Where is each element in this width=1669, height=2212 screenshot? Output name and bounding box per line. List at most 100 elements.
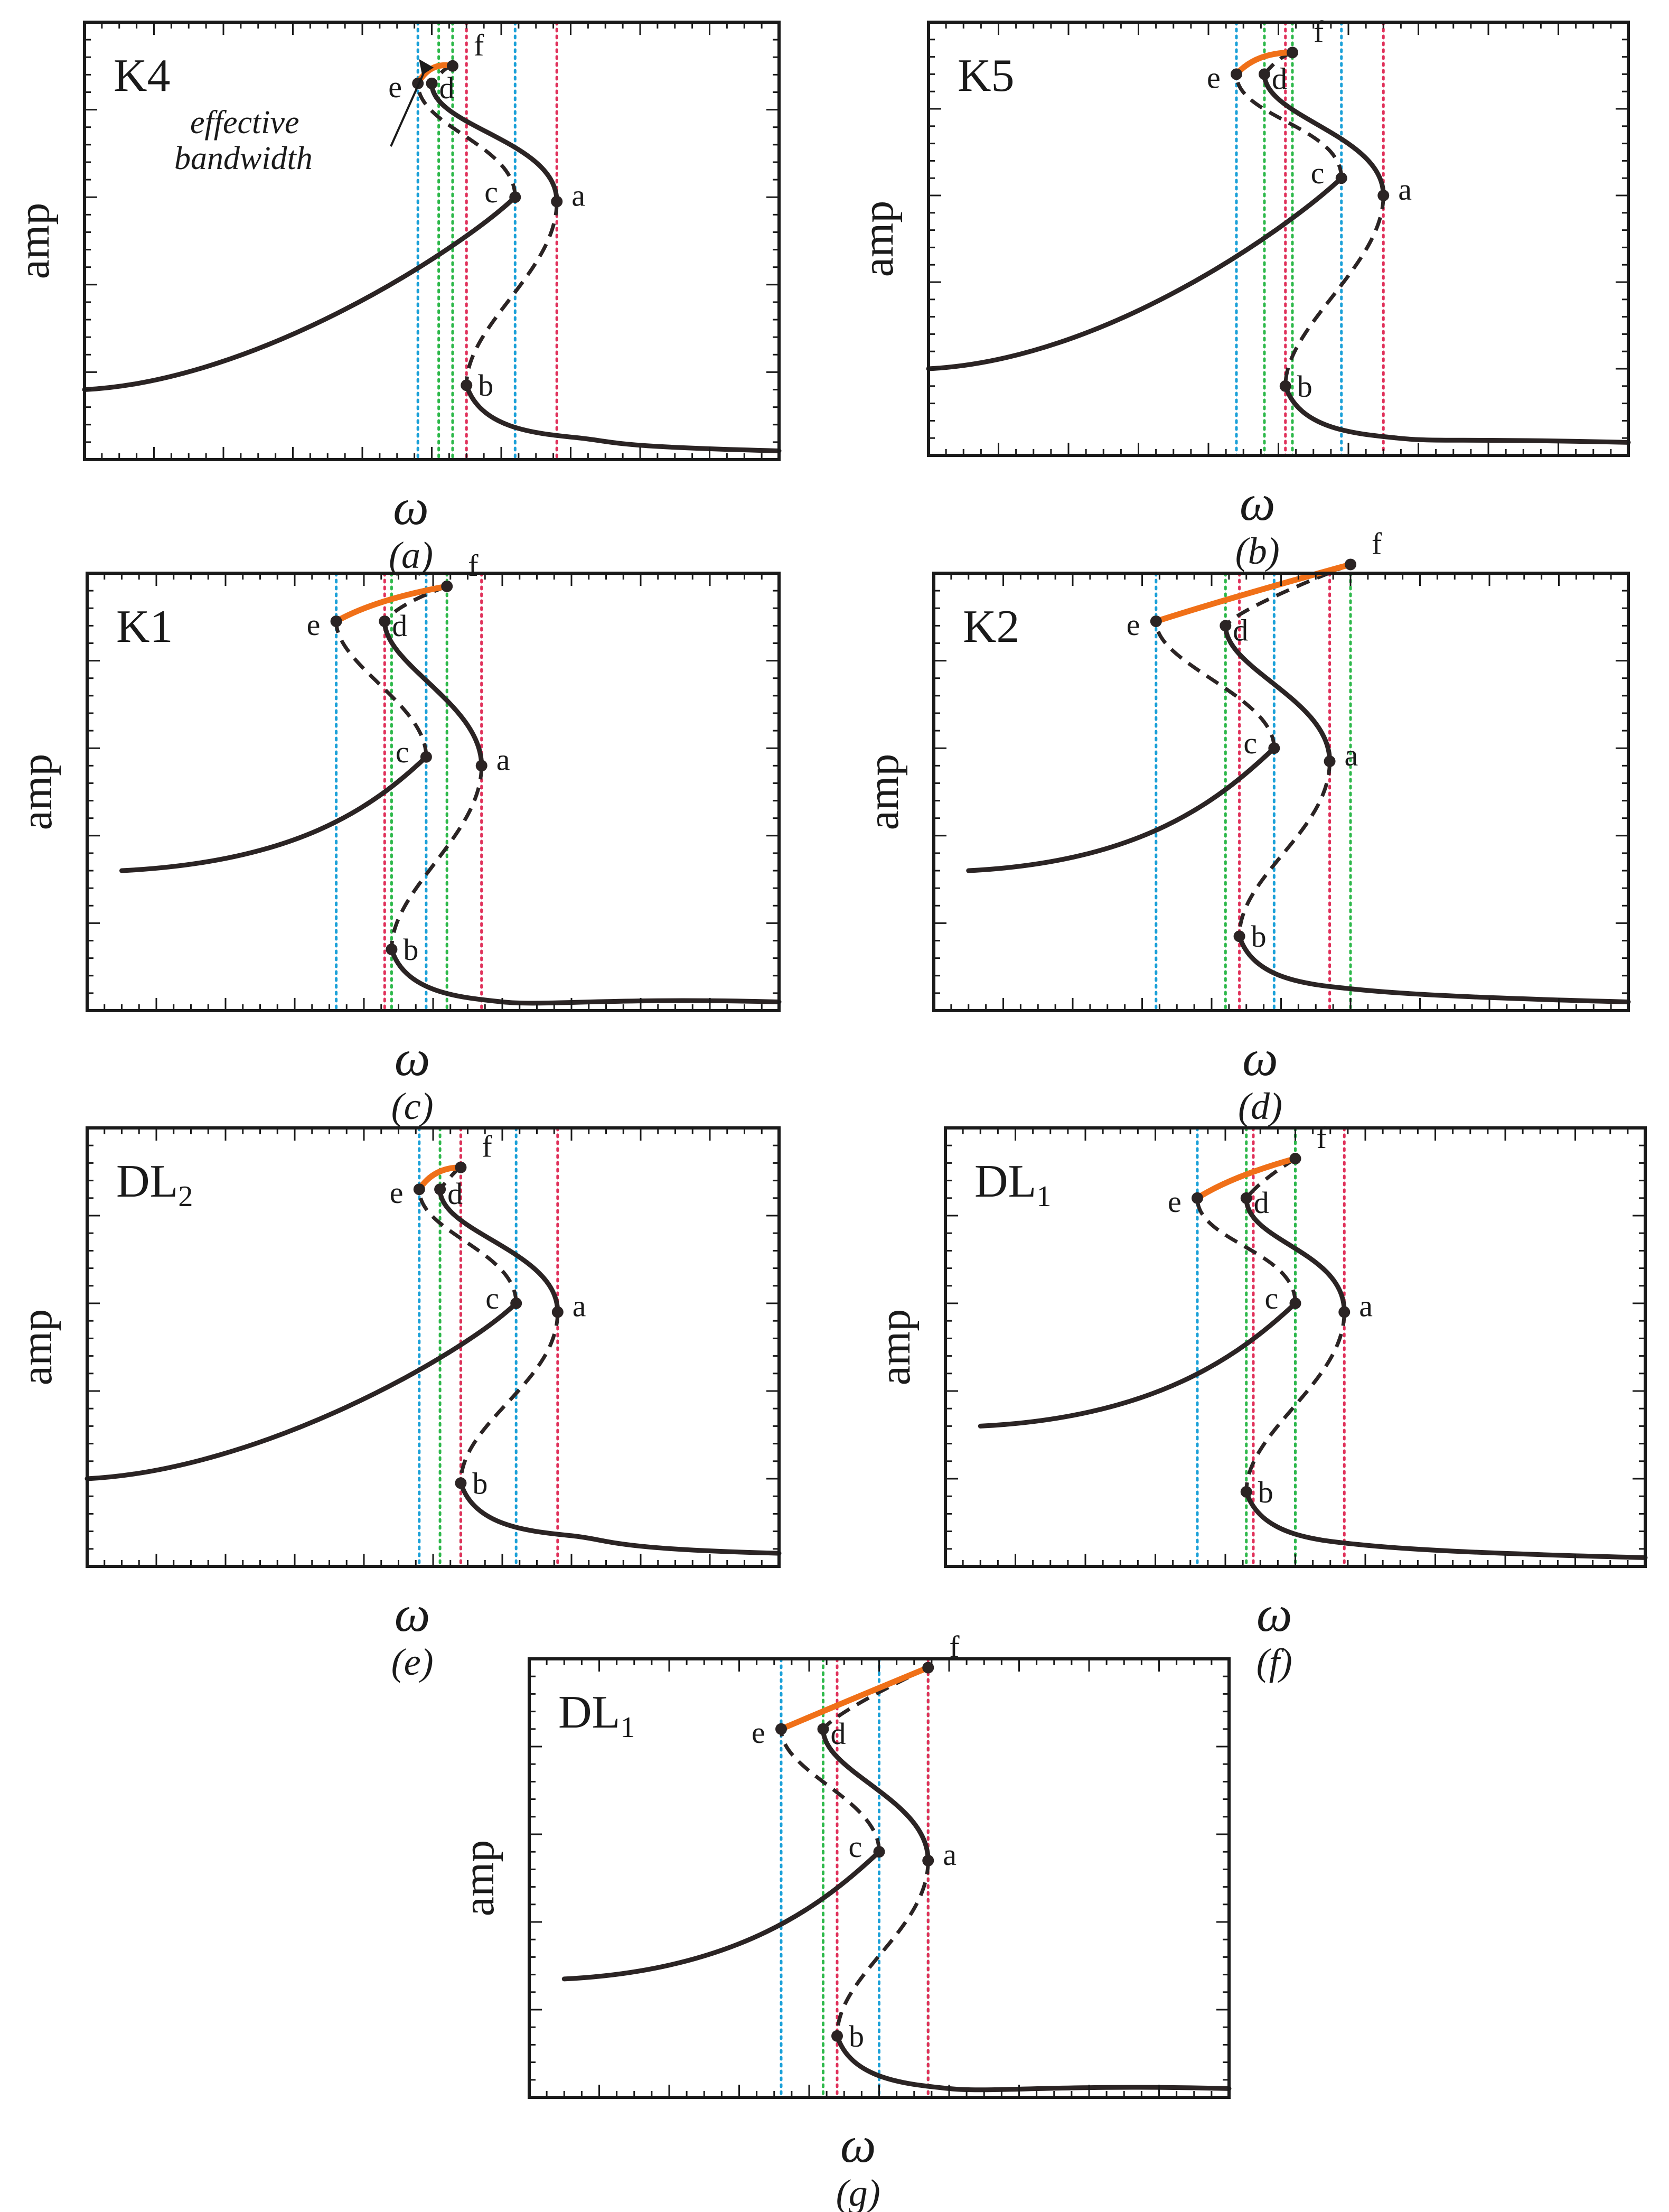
point-label-d: d [392, 609, 407, 643]
point-label-c: c [1243, 726, 1257, 760]
stable-branch-upper [458, 1480, 782, 1556]
point-c [1335, 172, 1347, 184]
point-label-e: e [1127, 608, 1140, 642]
point-label-b: b [1297, 369, 1312, 404]
unstable-branch-1 [779, 1729, 881, 1852]
unstable-branch-1 [1195, 1198, 1297, 1304]
point-label-c: c [396, 735, 409, 769]
point-label-d: d [1233, 613, 1248, 647]
stable-branch-upper [1244, 1489, 1648, 1560]
point-label-b: b [472, 1466, 487, 1500]
point-label-c: c [1311, 156, 1325, 190]
unstable-branch-1 [417, 1189, 518, 1304]
point-b [1233, 930, 1245, 942]
stable-branch-middle [1223, 623, 1333, 764]
point-label-b: b [1258, 1475, 1273, 1509]
point-label-a: a [1359, 1289, 1373, 1323]
point-d [426, 77, 438, 89]
point-a [551, 1306, 564, 1318]
stable-branch-upper [1237, 934, 1631, 1004]
point-label-a: a [496, 742, 510, 777]
point-label-e: e [307, 608, 321, 642]
point-label-a: a [573, 1289, 586, 1323]
point-d [379, 615, 391, 628]
stable-branch-lower [85, 1301, 519, 1481]
subfigure-label: (g) [836, 2172, 880, 2212]
stable-branch-lower [978, 1301, 1298, 1429]
y-axis-label: amp [454, 1840, 503, 1917]
point-b [1279, 380, 1291, 392]
point-c [509, 191, 521, 203]
y-axis-label: amp [10, 203, 59, 279]
point-f [922, 1662, 934, 1674]
point-label-f: f [949, 1630, 960, 1664]
subfigure-label: (d) [1238, 1085, 1282, 1127]
unstable-branch-2 [835, 1860, 930, 2036]
arrow-head-icon [419, 59, 434, 75]
y-axis-label: amp [854, 201, 903, 277]
point-f [1289, 1153, 1301, 1165]
stable-branch-middle [429, 81, 559, 204]
unstable-branch-2 [1244, 1312, 1346, 1492]
unstable-branch-2 [458, 1312, 560, 1483]
panel-title: DL1 [974, 1156, 1051, 1213]
point-b [1240, 1486, 1252, 1498]
x-axis-label: ω [395, 1585, 430, 1642]
point-label-c: c [1265, 1281, 1279, 1315]
point-a [475, 760, 487, 772]
stable-branch-lower [82, 194, 518, 393]
stable-branch-lower [561, 1849, 882, 1982]
point-a [551, 195, 563, 208]
point-b [831, 2030, 843, 2042]
stable-branch-upper [389, 947, 782, 1006]
y-axis-label: amp [12, 1309, 61, 1386]
point-e [1231, 68, 1242, 80]
point-label-b: b [1251, 919, 1267, 954]
point-label-d: d [439, 71, 455, 105]
stable-branch-lower [119, 754, 429, 873]
stable-branch-middle [382, 619, 484, 768]
point-label-a: a [1345, 738, 1358, 772]
x-axis-label: ω [393, 479, 429, 535]
stable-branch-lower [926, 175, 1344, 371]
point-label-c: c [484, 175, 498, 209]
x-axis-label: ω [840, 2116, 876, 2173]
point-e [1192, 1192, 1203, 1204]
subfigure-label: (e) [391, 1641, 434, 1683]
x-axis-label: ω [1240, 474, 1276, 531]
subfigure-label: (f) [1257, 1641, 1292, 1683]
point-label-a: a [571, 178, 585, 212]
unstable-branch-2 [1283, 195, 1385, 386]
effective-bandwidth-curve [778, 1665, 931, 1732]
point-label-b: b [849, 2019, 864, 2054]
point-c [873, 1846, 885, 1858]
annotation-arrow [390, 71, 426, 147]
unstable-branch-2 [464, 201, 559, 386]
point-label-b: b [478, 368, 493, 403]
point-c [1268, 742, 1280, 754]
point-a [1324, 755, 1336, 768]
point-f [441, 580, 453, 592]
point-label-f: f [474, 28, 484, 62]
point-label-e: e [1207, 60, 1221, 95]
effective-bandwidth-curve [1194, 1155, 1298, 1201]
point-label-d: d [447, 1177, 463, 1211]
point-label-d: d [1272, 61, 1287, 96]
y-axis-label: amp [859, 754, 908, 830]
point-e [775, 1723, 787, 1735]
point-d [1259, 68, 1270, 80]
y-axis-label: amp [870, 1309, 920, 1386]
point-label-b: b [403, 932, 418, 967]
panel-title: K4 [114, 50, 171, 101]
panel-title: K5 [958, 50, 1015, 101]
point-label-d: d [1254, 1186, 1269, 1220]
point-e [413, 1183, 425, 1196]
x-axis-label: ω [1257, 1585, 1292, 1642]
stable-branch-upper [835, 2033, 1232, 2093]
effective-bandwidth-curve [333, 583, 450, 624]
